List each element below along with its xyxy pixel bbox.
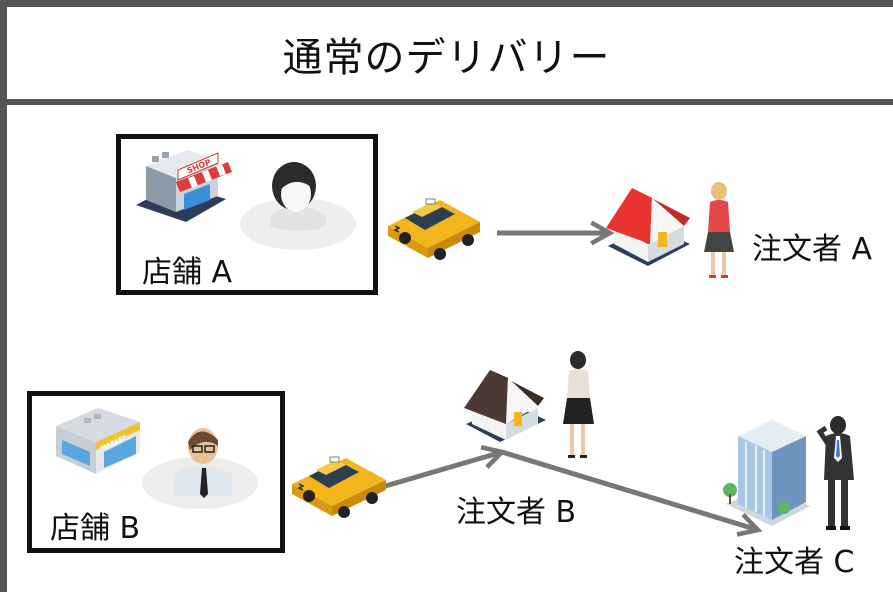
taxi-b-icon [292,456,386,518]
frame-top-border [0,0,893,7]
customer-c-label: 注文者 C [734,545,855,580]
header-divider [0,99,893,105]
house-red-roof-icon [606,188,690,266]
arrow-taxi-b-to-customer-b [381,452,502,490]
house-brown-roof-icon [464,370,546,442]
woman-b-figure [563,351,594,458]
woman-a-figure [704,182,734,278]
store-a-label: 店舗 A [142,255,233,290]
customer-a-label: 注文者 A [752,232,873,267]
office-building-icon [723,420,810,526]
market-icon: MARKET [56,408,140,474]
arrow-customer-b-to-customer-c [501,449,758,530]
store-b-label: 店舗 B [50,511,141,546]
frame-left-border [0,0,7,592]
male-staff-icon [142,428,258,509]
customer-b-label: 注文者 B [456,495,577,530]
taxi-a-icon [388,198,480,260]
diagram-title: 通常のデリバリー [282,35,611,81]
shop-icon: SHOP [136,150,232,222]
businessman-figure [816,416,854,530]
female-staff-icon [240,162,356,250]
